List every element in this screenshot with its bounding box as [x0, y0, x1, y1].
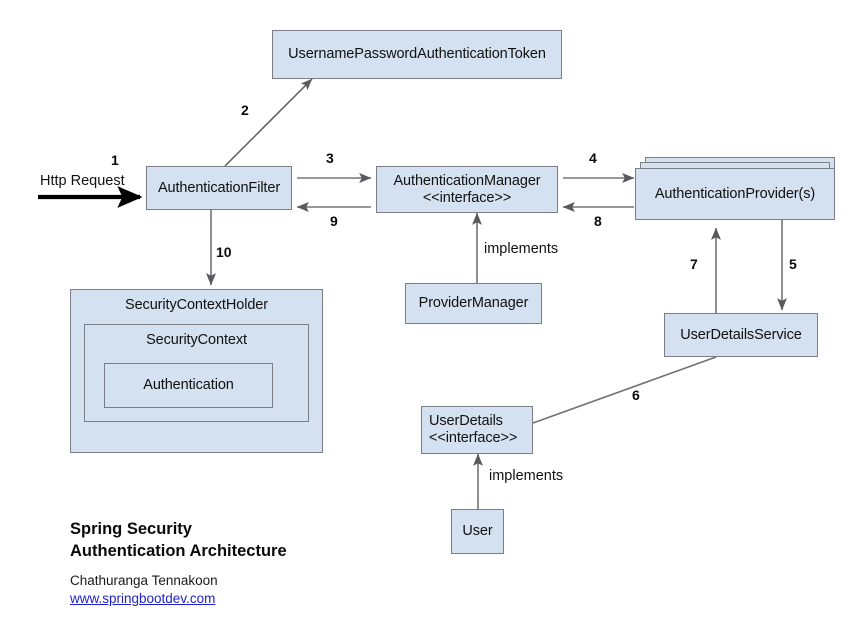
node-provider-manager[interactable]: ProviderManager [405, 283, 542, 324]
node-label: UserDetails <<interface>> [429, 413, 518, 446]
arrow-2-filter-to-token [224, 78, 313, 167]
edge-label-8: 8 [594, 213, 602, 229]
node-user[interactable]: User [451, 509, 504, 554]
edge-label-5: 5 [789, 256, 797, 272]
edge-label-7: 7 [690, 256, 698, 272]
node-label: Authentication [143, 377, 234, 394]
node-authentication-provider[interactable]: AuthenticationProvider(s) [635, 168, 835, 220]
node-user-details[interactable]: UserDetails <<interface>> [421, 406, 533, 454]
node-label: UsernamePasswordAuthenticationToken [288, 46, 546, 63]
edge-label-9: 9 [330, 213, 338, 229]
node-authentication-filter[interactable]: AuthenticationFilter [146, 166, 292, 210]
node-label: UserDetailsService [680, 326, 802, 343]
caption-author: Chathuranga Tennakoon [70, 573, 218, 588]
edge-label-2: 2 [241, 102, 249, 118]
node-username-password-authentication-token[interactable]: UsernamePasswordAuthenticationToken [272, 30, 562, 79]
implements-label-user: implements [489, 468, 564, 484]
implements-label-provider-manager: implements [484, 241, 559, 257]
node-authentication[interactable]: Authentication [104, 363, 273, 408]
node-label: ProviderManager [418, 295, 529, 312]
edge-label-10: 10 [216, 244, 232, 260]
caption-website-link[interactable]: www.springbootdev.com [70, 591, 216, 606]
node-label: SecurityContextHolder [125, 297, 268, 313]
caption-title: Spring Security Authentication Architect… [70, 520, 287, 561]
node-label: User [462, 523, 493, 540]
edge-label-1: 1 [111, 152, 119, 168]
node-authentication-manager[interactable]: AuthenticationManager <<interface>> [376, 166, 558, 213]
node-label: AuthenticationManager <<interface>> [393, 172, 541, 206]
http-request-label: Http Request [40, 173, 125, 189]
edge-label-3: 3 [326, 150, 334, 166]
line-6-user-details-to-service [532, 356, 717, 424]
node-label: AuthenticationProvider(s) [654, 185, 816, 202]
edge-label-4: 4 [589, 150, 597, 166]
node-user-details-service[interactable]: UserDetailsService [664, 313, 818, 357]
edge-label-6: 6 [632, 387, 640, 403]
node-label: SecurityContext [146, 332, 247, 348]
node-label: AuthenticationFilter [157, 179, 281, 196]
